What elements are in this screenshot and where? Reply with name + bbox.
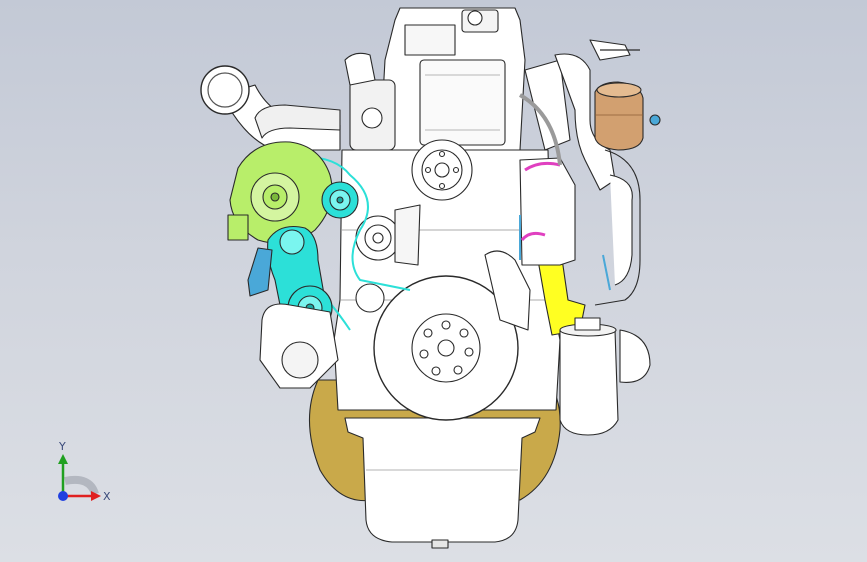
y-axis-label: Y bbox=[58, 440, 66, 453]
lower-idler bbox=[355, 283, 385, 313]
coordinate-triad: Y X bbox=[58, 440, 111, 503]
oil-pan bbox=[344, 417, 541, 543]
coolant-fitting bbox=[247, 247, 273, 297]
oil-filter[interactable] bbox=[559, 329, 619, 436]
triad-rotation-arc bbox=[64, 475, 99, 496]
oil-pan-drain-plug bbox=[431, 539, 449, 549]
y-axis-arrow bbox=[58, 454, 68, 464]
x-axis-arrow bbox=[91, 491, 101, 501]
fuel-line-pink bbox=[520, 161, 561, 242]
fuel-filter-housing[interactable] bbox=[594, 81, 644, 151]
x-axis-label: X bbox=[103, 490, 111, 503]
z-axis-dot bbox=[58, 491, 68, 501]
